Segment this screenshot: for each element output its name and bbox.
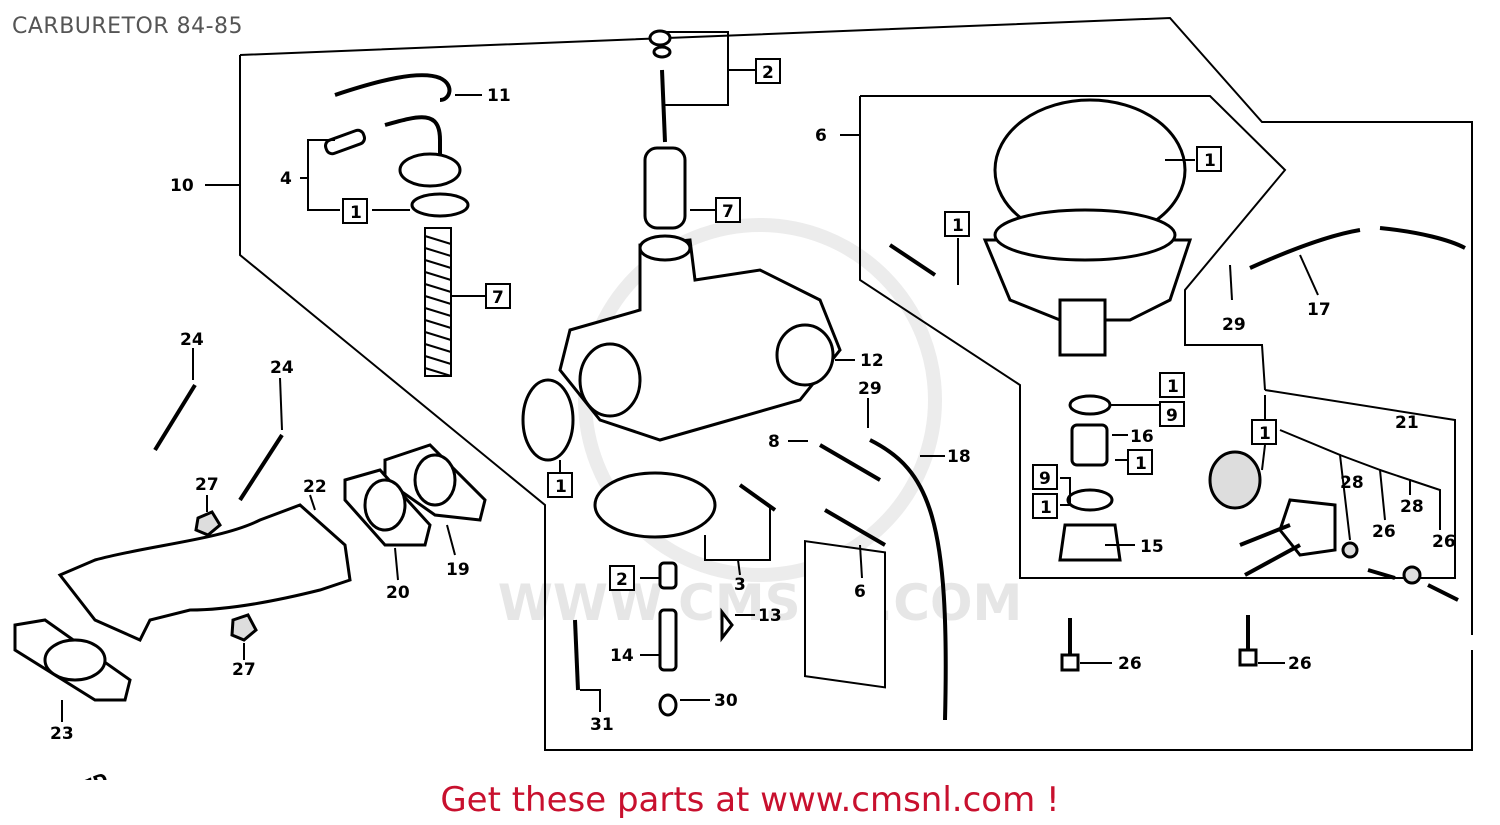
callout-4: 4	[280, 169, 292, 189]
part-drain-plug	[888, 243, 937, 277]
callout-1: 1	[952, 216, 964, 236]
part-cap-pipe	[384, 115, 442, 160]
callout-26: 26	[1118, 654, 1142, 674]
callout-box	[755, 58, 781, 84]
callout-17: 17	[1307, 300, 1331, 320]
callout-7: 7	[492, 288, 504, 308]
callout-20: 20	[386, 583, 410, 603]
parts	[13, 29, 1466, 780]
callout-1: 1	[1040, 498, 1052, 518]
part-seat-13	[720, 607, 734, 643]
page-title: CARBURETOR 84-85	[12, 14, 244, 39]
callout-2: 2	[762, 63, 774, 83]
callout-1: 1	[1135, 454, 1147, 474]
callout-26: 26	[1432, 532, 1456, 552]
part-tube-11	[334, 73, 452, 102]
callout-31: 31	[590, 715, 614, 735]
part-fuel-valve-body	[1278, 498, 1337, 557]
callout-6: 6	[815, 126, 827, 146]
callout-13: 13	[758, 606, 782, 626]
float-bowl-outline	[860, 95, 1287, 391]
part-o-ring-1	[521, 378, 575, 462]
fwd-label: FWD	[62, 769, 111, 780]
part-clip	[648, 29, 672, 47]
part-screw-set-box	[804, 539, 886, 689]
part-bolt-24b	[238, 433, 284, 502]
callout-3: 3	[734, 575, 746, 595]
part-screw-26	[1367, 568, 1396, 580]
part-cap	[398, 152, 462, 188]
callout-7: 7	[722, 202, 734, 222]
part-o-ring	[1068, 394, 1112, 416]
part-screw-31	[573, 619, 580, 691]
callout-21: 21	[1395, 413, 1419, 433]
callout-1: 1	[1204, 151, 1216, 171]
float-bowl-outline-lower	[859, 96, 1456, 579]
callout-1: 1	[1167, 377, 1179, 397]
part-fuel-tube-18	[869, 438, 948, 721]
assembly-outlines	[239, 16, 1473, 751]
callout-24: 24	[270, 358, 294, 378]
callout-19: 19	[446, 560, 470, 580]
callout-23: 23	[50, 724, 74, 744]
callout-2: 2	[616, 570, 628, 590]
callout-22: 22	[303, 477, 327, 497]
part-overflow-tube-17	[1249, 228, 1361, 270]
part-valve-diaphragm	[1208, 450, 1262, 510]
part-bolt-24a	[153, 383, 197, 452]
part-o-ring	[410, 192, 470, 218]
callout-6: 6	[854, 582, 866, 602]
part-throttle-stop-screw	[823, 508, 887, 547]
callout-16: 16	[1130, 427, 1154, 447]
part-plug	[324, 128, 366, 156]
callout-14: 14	[610, 646, 634, 666]
part-jet-2	[658, 561, 678, 590]
carburetor-exploded-diagram: WWW.CMSNL.COM	[13, 16, 1473, 780]
leader-lines	[61, 31, 1441, 722]
part-jet-needle	[660, 69, 667, 143]
callout-9: 9	[1166, 406, 1178, 426]
part-valve-16	[1070, 423, 1109, 467]
part-throttle-valve	[643, 146, 687, 230]
part-float-chamber	[982, 238, 1193, 322]
callout-11: 11	[487, 86, 511, 106]
callout-29: 29	[858, 379, 882, 399]
callout-10: 10	[170, 176, 194, 196]
callout-8: 8	[768, 432, 780, 452]
part-nut-27a	[194, 510, 222, 537]
callout-26: 26	[1372, 522, 1396, 542]
callout-15: 15	[1140, 537, 1164, 557]
part-drain-body	[1058, 298, 1107, 357]
callout-1: 1	[1259, 424, 1271, 444]
callout-28: 28	[1340, 473, 1364, 493]
watermark-text: WWW.CMSNL.COM	[498, 574, 1023, 632]
callout-27: 27	[232, 660, 256, 680]
callout-30: 30	[714, 691, 738, 711]
part-pilot-screw	[818, 443, 882, 482]
callout-18: 18	[947, 447, 971, 467]
part-spring	[424, 227, 452, 377]
part-cap-15	[1058, 523, 1122, 562]
footer-promo-text[interactable]: Get these parts at www.cmsnl.com !	[440, 780, 1060, 820]
callout-1: 1	[555, 477, 567, 497]
part-inlet-12	[775, 323, 835, 387]
callout-28: 28	[1400, 497, 1424, 517]
part-float	[593, 471, 717, 539]
callout-labels: 11 2 6 1 10 4 1 7 1 7 17 29 24 24 12 29 …	[50, 58, 1456, 780]
callout-29: 29	[1222, 315, 1246, 335]
outer-outline-lower	[239, 55, 1473, 751]
callout-27: 27	[195, 475, 219, 495]
fwd-arrow-icon	[60, 778, 91, 780]
part-nut-27b	[230, 613, 258, 642]
callout-1: 1	[350, 203, 362, 223]
part-needle-jet-14	[658, 608, 678, 672]
part-main-jet-30	[658, 693, 678, 717]
outer-outline	[239, 16, 1473, 635]
callout-9: 9	[1039, 469, 1051, 489]
callout-24: 24	[180, 330, 204, 350]
part-intake-pipe-22	[57, 503, 352, 642]
callout-12: 12	[860, 351, 884, 371]
callout-26: 26	[1288, 654, 1312, 674]
